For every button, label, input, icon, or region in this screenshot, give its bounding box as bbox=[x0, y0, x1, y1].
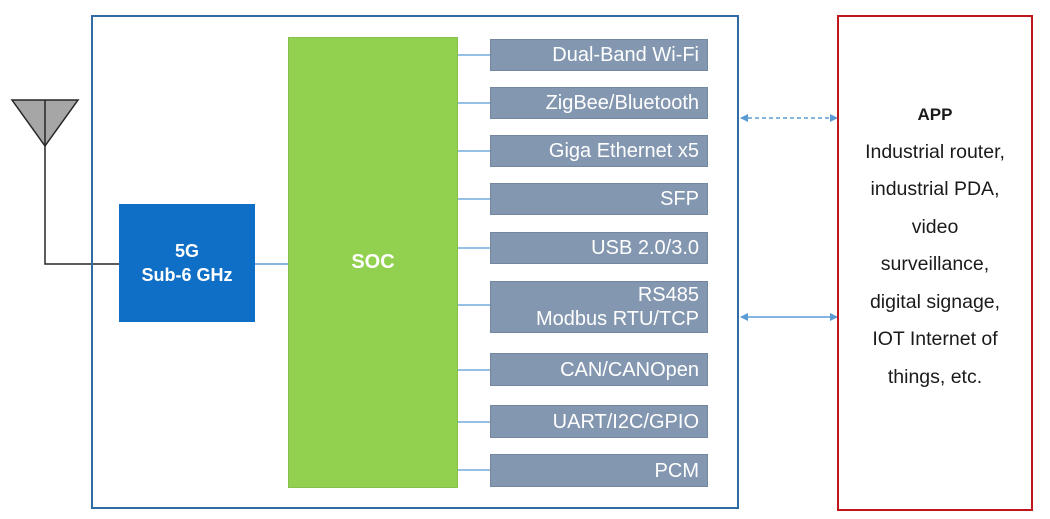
interface-label: Dual-Band Wi-Fi bbox=[552, 44, 699, 66]
modem-label-line1: 5G bbox=[174, 241, 199, 261]
soc-block: SOC bbox=[288, 37, 458, 488]
interface-zigbee-bluetooth: ZigBee/Bluetooth bbox=[490, 87, 708, 119]
app-title: APP bbox=[917, 105, 953, 124]
app-line: IOT Internet of bbox=[872, 328, 998, 350]
interface-sfp: SFP bbox=[490, 183, 708, 215]
interface-label: SFP bbox=[660, 188, 699, 210]
interface-label: Modbus RTU/TCP bbox=[535, 308, 699, 330]
app-line: industrial PDA, bbox=[870, 178, 1000, 200]
app-line: video bbox=[911, 215, 959, 238]
interface-label: USB 2.0/3.0 bbox=[591, 237, 699, 259]
app-line: things, etc. bbox=[887, 365, 983, 388]
interface-label: Giga Ethernet x5 bbox=[548, 140, 699, 162]
modem-block: 5G Sub-6 GHz bbox=[119, 204, 255, 322]
app-line: surveillance, bbox=[880, 253, 990, 275]
interface-label: CAN/CANOpen bbox=[560, 358, 699, 381]
modem-label-line2: Sub-6 GHz bbox=[141, 265, 233, 285]
interface-ethernet: Giga Ethernet x5 bbox=[490, 135, 708, 167]
interface-connectors bbox=[458, 54, 490, 471]
soc-label: SOC bbox=[351, 251, 395, 273]
device-frame bbox=[91, 15, 739, 509]
app-box: APP Industrial router, industrial PDA, v… bbox=[837, 15, 1033, 511]
interface-usb: USB 2.0/3.0 bbox=[490, 232, 708, 264]
app-line: digital signage, bbox=[869, 290, 1001, 313]
interface-label: UART/I2C/GPIO bbox=[552, 410, 699, 433]
interface-uart-i2c-gpio: UART/I2C/GPIO bbox=[490, 405, 708, 438]
interface-wifi: Dual-Band Wi-Fi bbox=[490, 39, 708, 71]
interface-can: CAN/CANOpen bbox=[490, 353, 708, 386]
interface-label: PCM bbox=[654, 459, 699, 482]
interface-label: ZigBee/Bluetooth bbox=[545, 92, 699, 114]
interface-pcm: PCM bbox=[490, 454, 708, 487]
antenna-icon bbox=[10, 99, 119, 265]
interface-label: RS485 bbox=[637, 284, 699, 306]
app-line: Industrial router, bbox=[865, 140, 1005, 163]
interface-rs485: RS485 Modbus RTU/TCP bbox=[490, 281, 708, 333]
